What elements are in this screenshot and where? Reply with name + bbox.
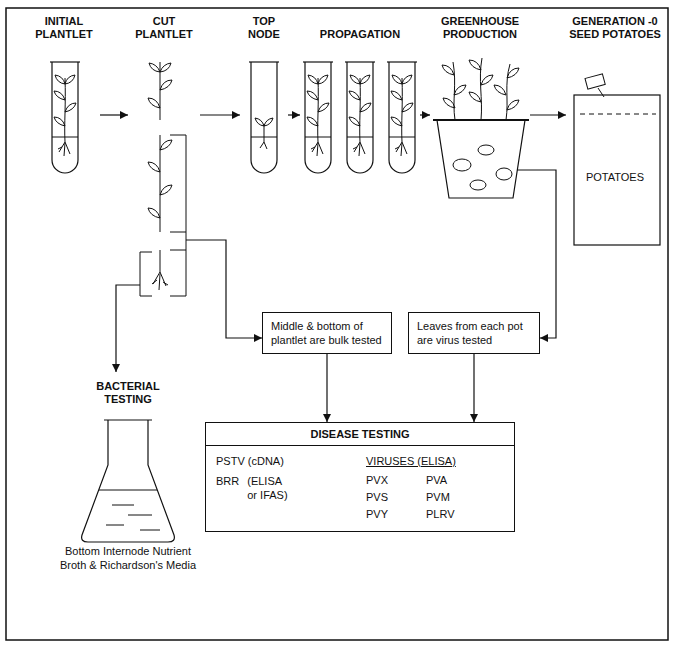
stage-label-group: TOP NODE [240,15,288,175]
bag-tag [585,74,605,89]
virus-name: PVM [426,490,486,504]
stage-label: CUT PLANTLET [128,15,200,41]
potato [478,145,494,155]
box-text: Middle & bottom of plantlet are bulk tes… [271,319,383,347]
stage-label: GENERATION -0 SEED POTATOES [566,15,664,41]
tag-string [598,88,604,97]
pot-rim [433,119,529,121]
stage-label-group: PROPAGATION [300,15,420,175]
bag-label: POTATOES [566,171,664,184]
test-name: PSTV (cDNA) [216,454,356,468]
flow-arrow [473,354,474,422]
pot [437,120,525,198]
test-tube [303,62,333,173]
flask-outline [82,420,175,542]
bacterial-testing-node: BACTERIAL TESTING Bottom Internode Nutrie… [60,372,196,572]
flow-arrow [420,114,430,115]
stage-label: GREENHOUSE PRODUCTION [430,15,530,41]
virus-grid: PVXPVAPVSPVMPVYPLRV [366,473,504,521]
seed-bag-node: GENERATION -0 SEED POTATOES POTATOES [566,15,664,250]
flow-arrow [288,114,300,115]
test-tube [249,62,279,173]
test-tube [50,62,80,173]
virus-name: PVS [366,490,426,504]
bag [574,95,660,245]
flow-arrow [530,114,566,115]
bracket [170,135,200,296]
virus-name: PVX [366,473,426,487]
flow-arrow [100,114,128,115]
plantlet [349,75,371,156]
flow-arrow [326,354,327,422]
box-text: Leaves from each pot are virus tested [417,319,531,347]
bracket [128,252,152,296]
potato [453,159,471,171]
flask-rim [104,419,152,420]
plantlet-bottom [152,250,168,290]
cut-plantlet [128,62,200,296]
section-heading: BACTERIAL TESTING [88,380,168,406]
greenhouse-pot [433,58,530,198]
plantlet [54,75,76,156]
media-caption: Bottom Internode Nutrient Broth & Richar… [60,544,196,572]
seed-bag [574,74,660,245]
test-name: BRR [216,474,239,502]
stage-label: INITIAL PLANTLET [28,15,100,41]
test-tube [345,62,375,173]
process-box: Middle & bottom of plantlet are bulk tes… [262,312,392,354]
stage-label-group: GREENHOUSE PRODUCTION [430,15,530,200]
process-box: Leaves from each pot are virus tested [408,312,540,354]
test-method: (ELISA or IFAS) [247,474,293,502]
flow-arrow [116,285,128,372]
plantlet [307,75,329,156]
plantlet-middle [148,135,172,232]
box-heading: DISEASE TESTING [206,423,514,446]
test-row: BRR (ELISA or IFAS) [216,474,356,502]
plantlet-top [148,62,172,120]
flow-arrow [200,240,262,338]
virus-name: PVY [366,507,426,521]
flask-liquid [99,490,160,530]
test-tube [387,62,417,173]
column-heading: VIRUSES (ELISA) [366,454,504,468]
node-cutting [255,118,273,149]
leader-stub [517,170,530,171]
virus-name: PLRV [426,507,486,521]
potato [496,168,512,180]
stage-label-group: CUT PLANTLET [128,15,200,300]
plantlet [391,75,413,156]
test-column: VIRUSES (ELISA) PVXPVAPVSPVMPVYPLRV [356,454,504,521]
disease-testing-box: DISEASE TESTING PSTV (cDNA) BRR (ELISA or I… [205,422,515,532]
flow-arrow [200,114,240,115]
disease-columns: PSTV (cDNA) BRR (ELISA or IFAS) VIRUSES (EL… [206,446,514,531]
test-column: PSTV (cDNA) BRR (ELISA or IFAS) [216,454,356,521]
figure-frame [6,8,668,640]
stage-label: PROPAGATION [300,15,420,41]
potato [470,180,486,190]
virus-name: PVA [426,473,486,487]
pot-plants [442,58,519,120]
bag-fold [580,114,656,115]
stage-label: TOP NODE [240,15,288,41]
flask [82,420,175,542]
stage-label-group: INITIAL PLANTLET [28,15,100,175]
